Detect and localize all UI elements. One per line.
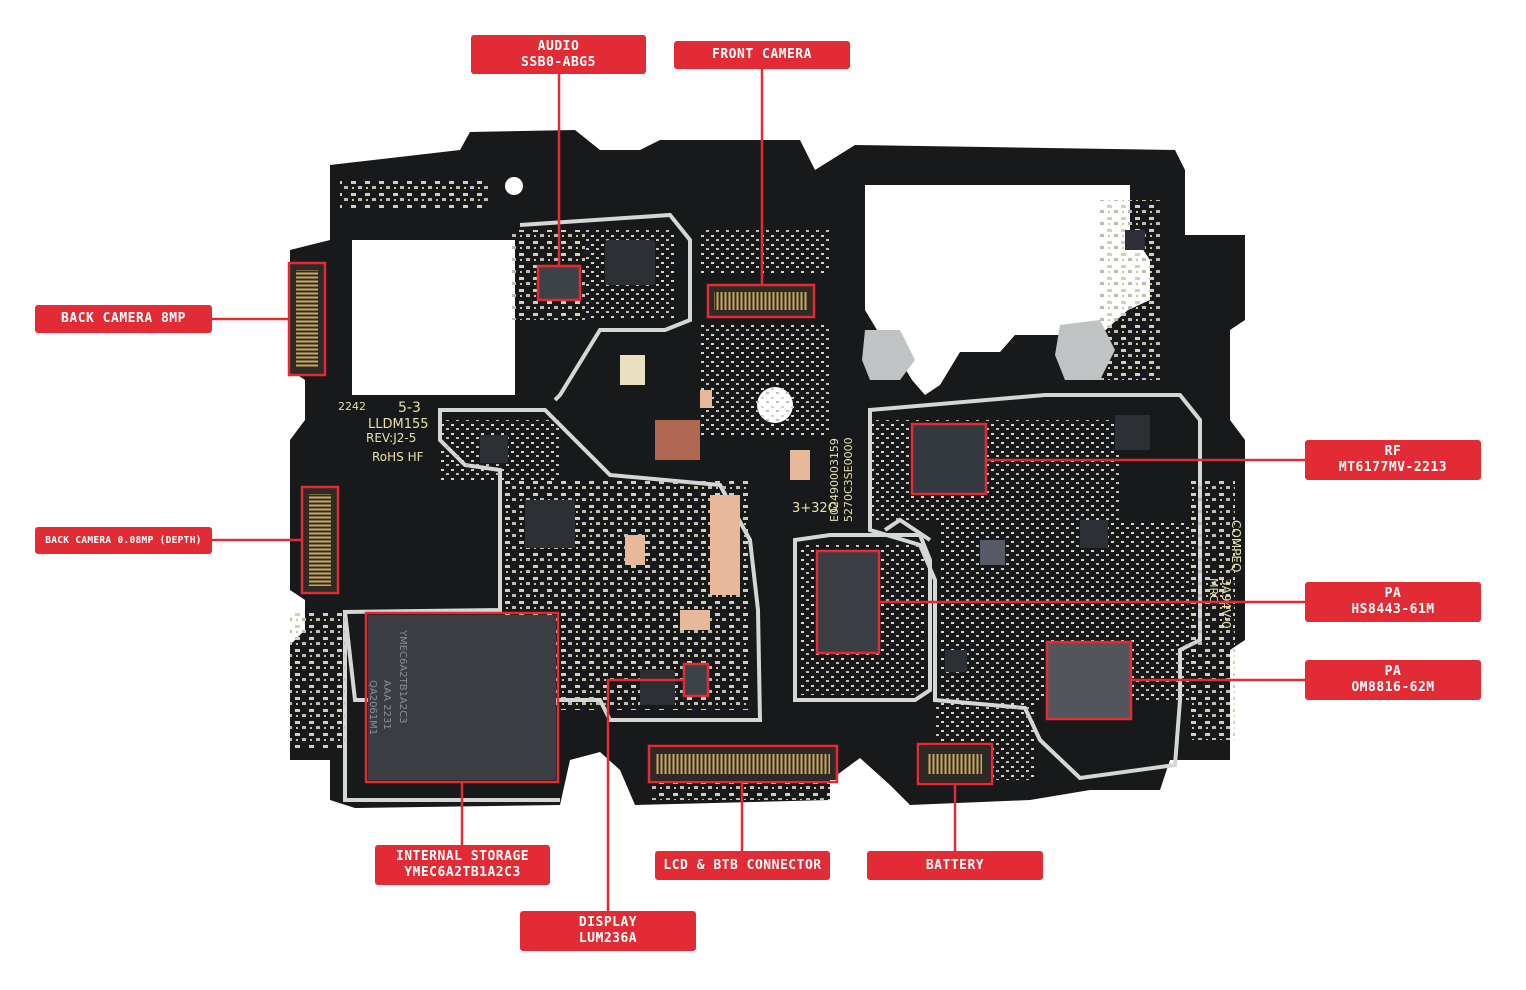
callout-back-camera-8mp-line1: BACK CAMERA 8MP (61, 311, 186, 326)
callout-rf: RF MT6177MV-2213 (1305, 440, 1481, 480)
callout-front-camera-line1: FRONT CAMERA (712, 47, 812, 62)
chip-audio (538, 267, 580, 299)
chip-pa-1 (818, 552, 878, 652)
marking-ram-rom: 3+32G (792, 501, 838, 516)
chip-display (685, 665, 707, 695)
callout-audio-line2: SSB0-ABG5 (521, 54, 596, 70)
marking-vendor: COMPEQ (1229, 520, 1243, 572)
callout-pa-2: PA OM8816-62M (1305, 660, 1481, 700)
marking-rev: REV:J2-5 (366, 431, 416, 445)
callout-audio: AUDIO SSB0-ABG5 (471, 35, 646, 74)
callout-internal-storage-line1: INTERNAL STORAGE (395, 849, 530, 864)
mounting-hole-top (505, 177, 523, 195)
connector-back-camera-depth (303, 488, 337, 592)
leader-lines (212, 69, 1305, 911)
callout-back-camera-depth-line1: BACK CAMERA 0.08MP (DEPTH) (45, 534, 202, 546)
marking-model: LLDM155 (368, 417, 429, 432)
callout-internal-storage-line2: YMEC6A2TB1A2C3 (404, 865, 521, 880)
callout-display: DISPLAY LUM236A (520, 911, 696, 951)
marking-vendor-code: 3A94V-0 (1219, 578, 1233, 629)
chip-rf (913, 425, 985, 493)
callout-rf-line2: MT6177MV-2213 (1338, 460, 1448, 475)
callout-back-camera-depth: BACK CAMERA 0.08MP (DEPTH) (35, 527, 212, 554)
callout-back-camera-8mp: BACK CAMERA 8MP (35, 305, 212, 333)
storage-chip-text-3: QA2061M1 (367, 680, 378, 735)
callout-lcd-btb: LCD & BTB CONNECTOR (655, 851, 830, 880)
storage-chip-text-1: YMEC6A2TB1A2C3 (397, 629, 408, 723)
callout-pa-1-line2: HS8443-61M (1351, 602, 1435, 617)
callout-battery: BATTERY (867, 851, 1043, 880)
chip-internal-storage (368, 615, 556, 780)
marking-date-code: 2242 (338, 400, 366, 413)
callout-lcd-btb-line1: LCD & BTB CONNECTOR (663, 857, 822, 873)
chip-pa-2 (1048, 643, 1130, 718)
callout-pa-1-line1: PA (1384, 586, 1402, 601)
connector-back-camera-8mp (290, 264, 324, 374)
camera-cutout-right (865, 185, 1150, 395)
marking-rohs: RoHS HF (372, 450, 424, 464)
connector-front-camera (708, 286, 814, 316)
datamatrix-code (655, 420, 700, 460)
callout-rf-line1: RF (1384, 444, 1402, 459)
callout-internal-storage: INTERNAL STORAGE YMEC6A2TB1A2C3 (375, 845, 550, 885)
marking-rev-top: 5-3 (398, 400, 421, 416)
callout-display-line2: LUM236A (578, 931, 638, 946)
callout-battery-line1: BATTERY (925, 857, 985, 873)
connector-battery (920, 746, 990, 782)
marking-serial-1: E02490003159 (828, 438, 841, 522)
callout-pa-1: PA HS8443-61M (1305, 582, 1481, 622)
marking-vendor-sub: MRC (1207, 578, 1220, 603)
callout-pa-2-line2: OM8816-62M (1351, 680, 1435, 695)
storage-chip-text-2: AAA 2231 (381, 680, 392, 730)
camera-cutout-left (352, 240, 515, 395)
marking-serial-2: 5270C3SE0000 (842, 437, 855, 522)
callout-front-camera: FRONT CAMERA (674, 41, 850, 69)
callout-display-line1: DISPLAY (578, 915, 638, 930)
connector-lcd-btb (650, 748, 836, 780)
callout-pa-2-line1: PA (1384, 664, 1402, 679)
callout-audio-line1: AUDIO (537, 38, 580, 54)
